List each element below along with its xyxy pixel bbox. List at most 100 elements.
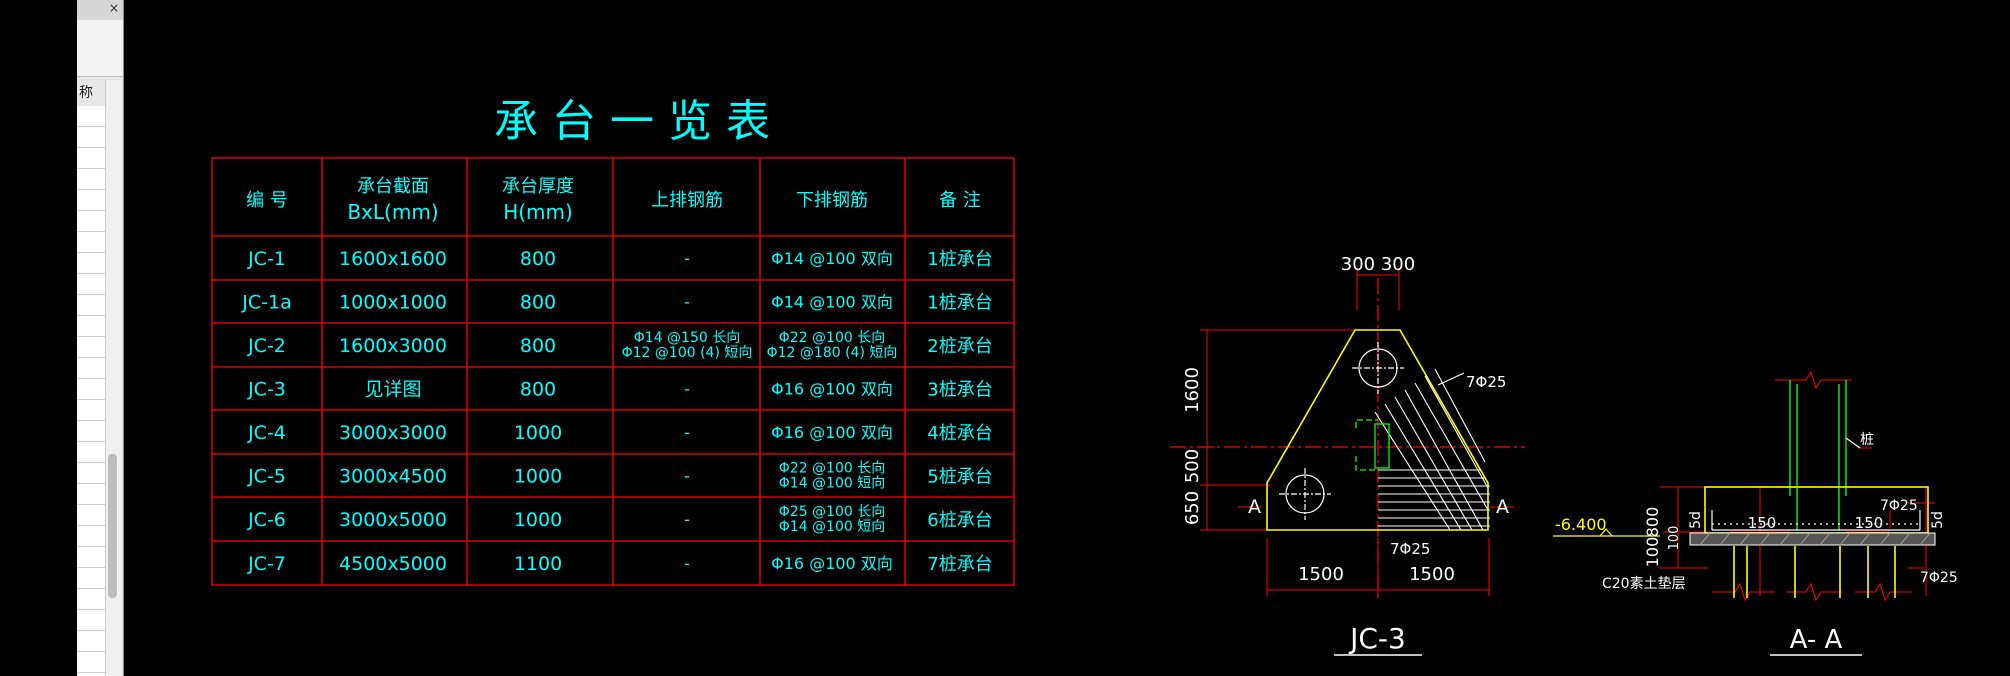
section-title: A- A bbox=[1790, 625, 1843, 655]
cell-thickness: 1000 bbox=[514, 466, 562, 488]
cell-size: 1000x1000 bbox=[339, 292, 447, 314]
cell-id: JC-3 bbox=[247, 379, 286, 401]
cell-top-rebar: - bbox=[684, 467, 690, 486]
plan-rebar-hatch bbox=[1374, 368, 1490, 531]
header-thick-unit: H(mm) bbox=[503, 200, 573, 224]
close-icon[interactable]: × bbox=[108, 1, 119, 15]
cell-bottom-rebar: Φ16 @100 双向 bbox=[771, 423, 893, 442]
header-bottom-rebar: 下排钢筋 bbox=[796, 190, 868, 211]
cell-size: 4500x5000 bbox=[339, 553, 447, 575]
table-title: 承 台 一 览 表 bbox=[494, 96, 770, 147]
section-dim-150-left: 150 bbox=[1748, 514, 1777, 532]
cell-bottom-rebar: Φ12 @180 (4) 短向 bbox=[767, 345, 898, 361]
section-rebar bbox=[1711, 437, 1921, 531]
cell-thickness: 800 bbox=[520, 379, 556, 401]
table-row: JC-4 3000x3000 1000 - Φ16 @100 双向 4桩承台 bbox=[247, 422, 993, 444]
section-mark-right: A bbox=[1496, 496, 1509, 518]
column-label: 桩 bbox=[1860, 431, 1874, 448]
cell-top-rebar: Φ12 @100 (4) 短向 bbox=[622, 345, 753, 361]
cell-size: 3000x3000 bbox=[339, 422, 447, 444]
plan-dim-top: 300 300 bbox=[1341, 254, 1415, 275]
header-section-unit: BxL(mm) bbox=[347, 200, 438, 224]
cell-bottom-rebar: Φ22 @100 长向 bbox=[779, 461, 885, 477]
section-labels: -6.400 桩 800 100 100 5d 5d 150 150 7Φ25 … bbox=[1555, 431, 1958, 655]
cell-bottom-rebar: Φ16 @100 双向 bbox=[771, 554, 893, 573]
elevation-label: -6.400 bbox=[1555, 515, 1607, 534]
section-dim-150-right: 150 bbox=[1855, 514, 1884, 532]
cell-bottom-rebar: Φ14 @100 双向 bbox=[771, 249, 893, 268]
plan-rebar-label-2: 7Φ25 bbox=[1390, 540, 1430, 558]
pile-symbols bbox=[1279, 342, 1404, 520]
scrollbar-thumb[interactable] bbox=[108, 454, 117, 598]
cell-id: JC-1a bbox=[241, 292, 291, 314]
plan-labels: 300 300 1600 500 650 1500 1500 7Φ25 7Φ25… bbox=[1182, 254, 1509, 655]
cell-note: 2桩承台 bbox=[927, 336, 992, 357]
column-section bbox=[1355, 419, 1390, 471]
section-column bbox=[1789, 380, 1847, 530]
table-row: JC-1a 1000x1000 800 - Φ14 @100 双向 1桩承台 bbox=[241, 292, 992, 314]
cell-top-rebar: - bbox=[684, 249, 690, 268]
cell-thickness: 1000 bbox=[514, 422, 562, 444]
cell-id: JC-2 bbox=[247, 335, 286, 357]
section-rebar-top: 7Φ25 bbox=[1880, 498, 1918, 514]
side-panel: × 称 bbox=[77, 0, 124, 676]
cell-top-rebar: - bbox=[684, 423, 690, 442]
cell-size: 1600x1600 bbox=[339, 248, 447, 270]
section-dim-5d-right: 5d bbox=[1930, 511, 1946, 529]
table-grid bbox=[211, 157, 1015, 586]
section-break-lines bbox=[1660, 370, 1935, 602]
cell-thickness: 800 bbox=[520, 248, 556, 270]
cell-thickness: 1100 bbox=[514, 553, 562, 575]
elevation-mark bbox=[1553, 528, 1660, 537]
plan-dim-1500-left: 1500 bbox=[1298, 564, 1344, 585]
plan-dim-1500-right: 1500 bbox=[1409, 564, 1455, 585]
section-dim-100: 100 bbox=[1643, 537, 1662, 568]
header-note: 备 注 bbox=[939, 190, 981, 211]
concrete-pad bbox=[1689, 532, 1936, 546]
plan-dim-500: 500 bbox=[1182, 449, 1203, 483]
plan-title: JC-3 bbox=[1348, 622, 1406, 655]
cell-note: 3桩承台 bbox=[927, 380, 992, 401]
pad-hatch bbox=[1699, 532, 1931, 546]
side-panel-toolbar bbox=[77, 20, 123, 77]
cell-bottom-rebar: Φ14 @100 短向 bbox=[779, 519, 885, 535]
jc3-plan-view: 300 300 1600 500 650 1500 1500 7Φ25 7Φ25… bbox=[1170, 254, 1525, 656]
plan-dim-650: 650 bbox=[1182, 491, 1203, 525]
cell-id: JC-4 bbox=[247, 422, 286, 444]
cell-id: JC-1 bbox=[247, 248, 286, 270]
pile-cap-table: 承 台 一 览 表 编 号 承台截面 BxL(mm) 承台厚度 H(mm) 上排… bbox=[211, 96, 1015, 586]
a-a-section-view: -6.400 桩 800 100 100 5d 5d 150 150 7Φ25 … bbox=[1553, 370, 1958, 656]
section-dim-100b: 100 bbox=[1667, 526, 1682, 551]
cell-bottom-rebar: Φ14 @100 双向 bbox=[771, 293, 893, 312]
cell-thickness: 800 bbox=[520, 292, 556, 314]
cell-thickness: 1000 bbox=[514, 509, 562, 531]
cell-size: 见详图 bbox=[364, 379, 421, 401]
cell-id: JC-6 bbox=[247, 509, 286, 531]
cell-thickness: 800 bbox=[520, 335, 556, 357]
cell-top-rebar: - bbox=[684, 510, 690, 529]
cell-note: 4桩承台 bbox=[927, 423, 992, 444]
cell-top-rebar: Φ14 @150 长向 bbox=[634, 330, 740, 346]
cell-note: 5桩承台 bbox=[927, 467, 992, 488]
cell-bottom-rebar: Φ22 @100 长向 bbox=[779, 330, 885, 346]
cell-bottom-rebar: Φ25 @100 长向 bbox=[779, 504, 885, 520]
cell-note: 1桩承台 bbox=[927, 249, 992, 270]
cell-note: 6桩承台 bbox=[927, 510, 992, 531]
cell-size: 1600x3000 bbox=[339, 335, 447, 357]
plan-centerlines bbox=[1170, 278, 1525, 600]
cell-top-rebar: - bbox=[684, 554, 690, 573]
cell-size: 3000x5000 bbox=[339, 509, 447, 531]
cell-bottom-rebar: Φ16 @100 双向 bbox=[771, 380, 893, 399]
cell-size: 3000x4500 bbox=[339, 466, 447, 488]
cell-note: 1桩承台 bbox=[927, 293, 992, 314]
cell-id: JC-7 bbox=[247, 553, 286, 575]
cell-top-rebar: - bbox=[684, 293, 690, 312]
table-header: 编 号 承台截面 BxL(mm) 承台厚度 H(mm) 上排钢筋 下排钢筋 备 … bbox=[246, 176, 981, 224]
header-thick-cn: 承台厚度 bbox=[502, 176, 574, 197]
plan-rebar-label-1: 7Φ25 bbox=[1466, 373, 1506, 391]
